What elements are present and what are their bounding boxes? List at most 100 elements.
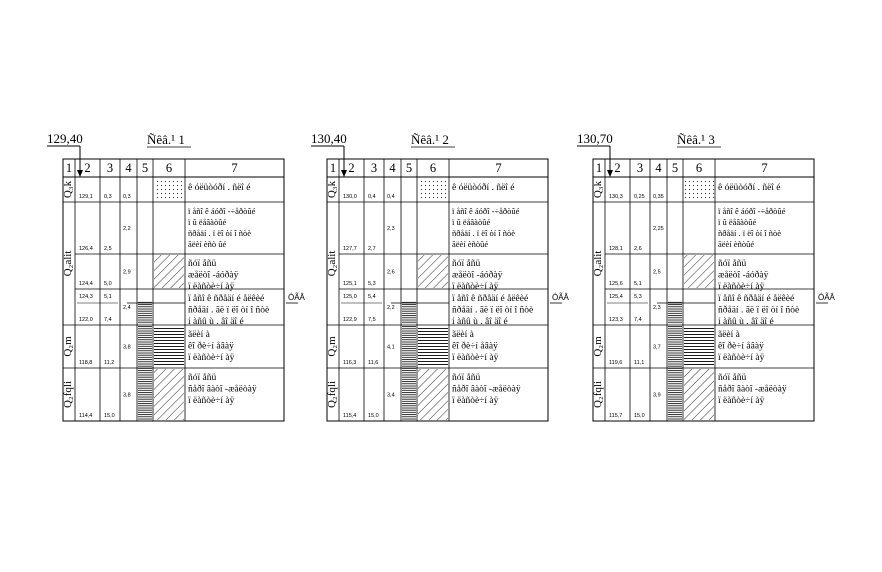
layer-bottom-depth: 15,0: [634, 413, 645, 419]
layer-bottom-elevation: 119,6: [609, 360, 622, 366]
layer-thickness: 2,9: [123, 270, 131, 276]
layer-thickness: 2,2: [387, 305, 395, 311]
lithology-description-line: ãëèí à: [718, 330, 741, 340]
lithology-description-line: í àñû ù . âî äî é: [188, 317, 244, 327]
elevation-arrow: [77, 170, 83, 177]
layer-bottom-depth: 11,1: [634, 360, 644, 366]
layer-thickness: 2,3: [387, 226, 395, 232]
layer-thickness: 4,1: [387, 345, 395, 351]
lithology-description-line: ñåðî âàòî -æåëòàÿ: [188, 384, 257, 395]
layer-thickness: 3,9: [653, 393, 661, 399]
column-header-4: 4: [389, 161, 396, 175]
column-header-2: 2: [348, 161, 354, 175]
lithology-pattern: [418, 326, 448, 367]
stratigraphic-index: Q₂fqli: [326, 381, 338, 408]
lithology-description-line: ñðåäí . ï ëî òí î ñòè: [188, 228, 251, 238]
column-header-1: 1: [330, 161, 336, 175]
layer-bottom-depth: 5,0: [104, 281, 112, 287]
layer-bottom-depth: 0,3: [104, 194, 112, 200]
layer-bottom-elevation: 130,3: [609, 194, 623, 200]
column-header-3: 3: [637, 161, 643, 175]
stratigraphic-index: Q₂fqli: [592, 381, 604, 408]
sampling-interval: [402, 301, 416, 324]
wellhead-elevation: 130,70: [577, 131, 613, 146]
layer-bottom-elevation: 128,1: [609, 246, 623, 252]
column-header-5: 5: [406, 161, 412, 175]
layer-bottom-elevation: 127,7: [343, 246, 357, 252]
lithology-description-line: ñåðî âàòî -æåëòàÿ: [718, 384, 787, 395]
lithology-pattern: [154, 369, 184, 420]
groundwater-label: ÓÃÂ: [552, 293, 570, 302]
layer-bottom-elevation: 123,3: [609, 317, 623, 323]
lithology-description-line: ï åñî ê áóðî -÷åðòûé: [717, 206, 786, 216]
lithology-pattern: [684, 178, 714, 201]
water-level-elevation: 124,3: [79, 294, 93, 300]
layer-thickness: 2,4: [123, 305, 131, 311]
groundwater-label: ÓÃÂ: [288, 293, 306, 302]
layer-bottom-depth: 5,1: [634, 281, 642, 287]
layer-bottom-elevation: 124,4: [79, 281, 93, 287]
log-frame: [592, 158, 815, 422]
layer-thickness: 2,6: [387, 270, 395, 276]
layer-bottom-depth: 2,6: [634, 246, 642, 252]
lithology-description-line: ñðåäí . ãë ï ëî òí î ñòè: [188, 305, 269, 316]
lithology-description-line: ê óëüòóðí . ñëî é: [718, 182, 781, 193]
lithology-description-line: ï ëàñòè÷í àÿ: [717, 282, 765, 292]
stratigraphic-index: Q₃k: [326, 180, 338, 198]
layer-thickness: 2,3: [653, 305, 661, 311]
lithology-description-line: êî ðè÷í åâàÿ: [452, 341, 498, 352]
column-header-1: 1: [596, 161, 602, 175]
lithology-pattern: [154, 326, 184, 367]
lithology-description-line: ãëèí èñòûé: [452, 239, 488, 249]
sampling-interval: [402, 368, 416, 420]
lithology-description-line: ñðåäí . ï ëî òí î ñòè: [452, 228, 515, 238]
water-level-elevation: 125,0: [343, 294, 357, 300]
sampling-interval: [402, 325, 416, 367]
lithology-description-line: ï ëàñòè÷í àÿ: [187, 282, 235, 292]
lithology-description-line: æåëòî -áóðàÿ: [452, 270, 503, 281]
column-header-6: 6: [430, 161, 436, 175]
lithology-description-line: ãëèí à: [188, 330, 211, 340]
lithology-description-line: êî ðè÷í åâàÿ: [718, 341, 764, 352]
lithology-description-line: ñóï åñü: [452, 372, 480, 383]
layer-bottom-elevation: 129,1: [79, 194, 93, 200]
layer-bottom-depth: 15,0: [368, 413, 379, 419]
layer-bottom-elevation: 122,9: [343, 317, 357, 323]
layer-bottom-depth: 2,7: [368, 246, 376, 252]
column-header-2: 2: [84, 161, 90, 175]
elevation-arrow: [607, 170, 613, 177]
lithology-description-line: êî ðè÷í åâàÿ: [188, 341, 234, 352]
wellhead-elevation: 129,40: [47, 131, 83, 146]
layer-thickness: 2,5: [653, 270, 661, 276]
layer-bottom-elevation: 130,0: [343, 194, 357, 200]
layer-bottom-elevation: 114,4: [79, 413, 92, 419]
layer-bottom-elevation: 126,4: [79, 246, 93, 252]
layer-thickness: 3,7: [653, 345, 661, 351]
water-level-depth: 5,1: [104, 294, 112, 300]
layer-bottom-depth: 11,6: [368, 360, 378, 366]
lithology-description-line: ï åñî ê ñðåäí é åëêèé: [717, 293, 794, 304]
sampling-interval: [138, 325, 152, 367]
borehole-label: Ñêâ.¹ 3: [677, 132, 715, 147]
lithology-pattern: [154, 178, 184, 201]
stratigraphic-index: Q₃k: [62, 180, 74, 198]
layer-bottom-depth: 2,5: [104, 246, 112, 252]
layer-bottom-elevation: 115,4: [343, 413, 356, 419]
lithology-description-line: ãëèí à: [452, 330, 475, 340]
layer-bottom-depth: 15,0: [104, 413, 115, 419]
layer-bottom-depth: 0,25: [634, 194, 645, 200]
column-header-5: 5: [142, 161, 148, 175]
elevation-arrow: [341, 170, 347, 177]
wellhead-elevation: 130,40: [311, 131, 347, 146]
stratigraphic-index: Q₂alit: [326, 251, 338, 277]
stratigraphic-index: Q₂m: [592, 336, 604, 357]
lithology-description-line: ñðåäí . ï ëî òí î ñòè: [718, 228, 781, 238]
lithology-description-line: ï ëàñòè÷í àÿ: [187, 396, 235, 406]
layer-thickness: 3,8: [123, 345, 131, 351]
stratigraphic-index: Q₂m: [62, 336, 74, 357]
log-frame: [326, 158, 549, 422]
lithology-description-line: ñðåäí . ãë ï ëî òí î ñòè: [718, 305, 799, 316]
layer-thickness: 2,25: [653, 226, 664, 232]
layer-thickness: 3,4: [387, 393, 395, 399]
